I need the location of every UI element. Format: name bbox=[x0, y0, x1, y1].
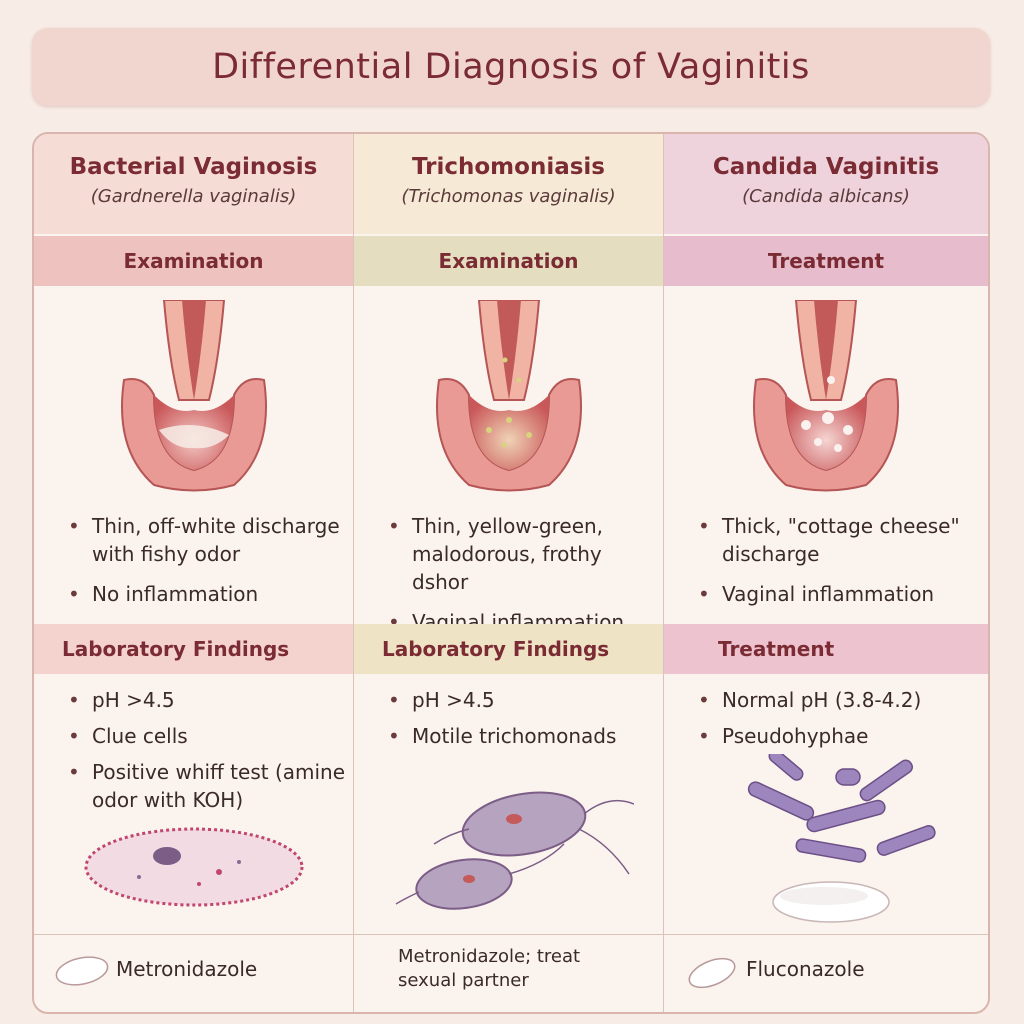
organism-name: (Trichomonas vaginalis) bbox=[401, 186, 616, 207]
condition-name: Candida Vaginitis bbox=[712, 154, 940, 180]
section-header-treatment: Treatment bbox=[664, 236, 988, 286]
list-item: Vaginal inflammation bbox=[694, 580, 988, 608]
title-banner: Differential Diagnosis of Vaginitis bbox=[32, 28, 990, 106]
vaginal-cross-section-icon bbox=[435, 300, 582, 492]
pill-icon bbox=[688, 957, 736, 989]
treatment-footer: Metronidazole bbox=[34, 934, 353, 1012]
lab-findings-list: pH >4.5 Motile trichomonads bbox=[354, 686, 663, 758]
treatment-footer: Fluconazole bbox=[664, 934, 988, 1012]
list-item: pH >4.5 bbox=[64, 686, 353, 714]
list-item: Clue cells bbox=[64, 722, 353, 750]
section-header-treatment: Treatment bbox=[664, 624, 988, 674]
treatment-footer: Metronidazole; treat sexual partner bbox=[354, 934, 663, 1012]
section-header-lab: Laboratory Findings bbox=[354, 624, 663, 674]
section-header-examination: Examination bbox=[34, 236, 353, 286]
pseudohyphae-icon bbox=[747, 754, 936, 923]
vaginal-cross-section-icon bbox=[120, 300, 267, 492]
condition-name: Bacterial Vaginosis bbox=[69, 154, 318, 180]
column-header: Candida Vaginitis (Candida albicans) bbox=[664, 134, 988, 234]
exam-findings-list: Thin, off-white discharge with fishy odo… bbox=[34, 512, 353, 620]
column-trichomoniasis: Trichomoniasis (Trichomonas vaginalis) E… bbox=[354, 134, 664, 1012]
page-title: Differential Diagnosis of Vaginitis bbox=[212, 47, 810, 87]
list-item: Normal pH (3.8-4.2) bbox=[694, 686, 988, 714]
column-header: Bacterial Vaginosis (Gardnerella vaginal… bbox=[34, 134, 353, 234]
vaginal-cross-section-icon bbox=[753, 300, 899, 492]
list-item: Positive whiff test (amine odor with KOH… bbox=[64, 758, 353, 814]
comparison-table: Bacterial Vaginosis (Gardnerella vaginal… bbox=[32, 132, 990, 1014]
section-header-examination: Examination bbox=[354, 236, 663, 286]
lab-findings-list: pH >4.5 Clue cells Positive whiff test (… bbox=[34, 686, 353, 822]
list-item: Motile trichomonads bbox=[384, 722, 663, 750]
column-header: Trichomoniasis (Trichomonas vaginalis) bbox=[354, 134, 663, 234]
treatment-drug: Metronidazole; treat sexual partner bbox=[398, 946, 581, 991]
exam-findings-list: Thick, "cottage cheese" discharge Vagina… bbox=[664, 512, 988, 620]
condition-name: Trichomoniasis bbox=[411, 154, 605, 180]
list-item: Pseudohyphae bbox=[694, 722, 988, 750]
treatment-drug: Fluconazole bbox=[746, 957, 865, 981]
section-header-lab: Laboratory Findings bbox=[34, 624, 353, 674]
lab-findings-list: Normal pH (3.8-4.2) Pseudohyphae bbox=[664, 686, 988, 758]
column-candida-vaginitis: Candida Vaginitis (Candida albicans) Tre… bbox=[664, 134, 988, 1012]
organism-name: (Gardnerella vaginalis) bbox=[90, 186, 297, 207]
organism-name: (Candida albicans) bbox=[742, 186, 910, 207]
treatment-drug: Metronidazole bbox=[116, 957, 258, 981]
list-item: No inflammation bbox=[64, 580, 353, 608]
pill-icon bbox=[55, 956, 109, 986]
list-item: Thick, "cottage cheese" discharge bbox=[694, 512, 988, 568]
list-item: pH >4.5 bbox=[384, 686, 663, 714]
list-item: Thin, off-white discharge with fishy odo… bbox=[64, 512, 353, 568]
clue-cell-icon bbox=[84, 827, 303, 907]
trichomonad-icon bbox=[395, 791, 634, 910]
list-item: Thin, yellow-green, malodorous, frothy d… bbox=[384, 512, 663, 596]
column-bacterial-vaginosis: Bacterial Vaginosis (Gardnerella vaginal… bbox=[34, 134, 354, 1012]
